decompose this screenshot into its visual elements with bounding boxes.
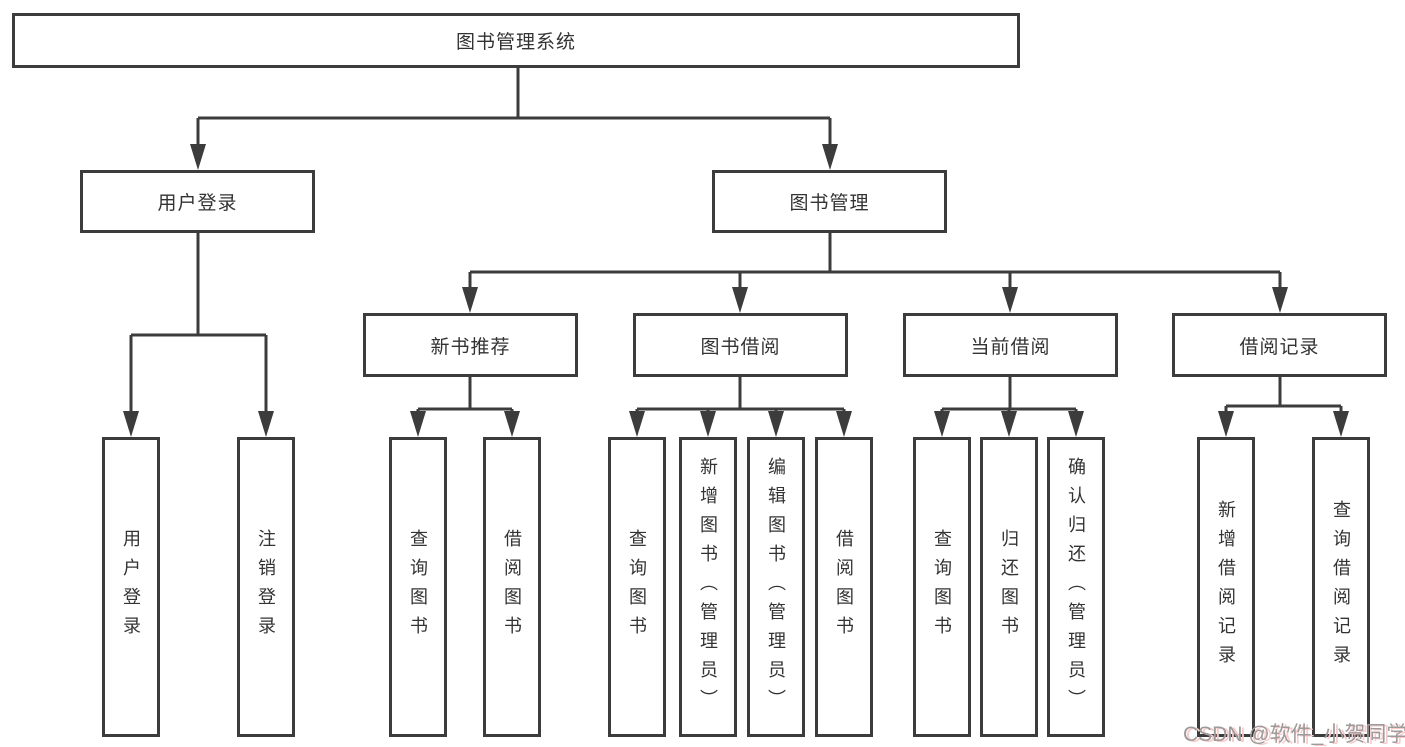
- node-label: 图书管理: [789, 193, 870, 214]
- leaf-confirm-return-admin: 确认归还（管理员）: [1047, 437, 1105, 737]
- node-label: 用户登录: [121, 529, 141, 645]
- leaf-user-login: 用户登录: [102, 437, 160, 737]
- node-current-borrowing: 当前借阅: [903, 313, 1118, 377]
- node-label: 查询借阅记录: [1331, 500, 1351, 674]
- leaf-borrow-books: 借阅图书: [815, 437, 873, 737]
- node-book-management: 图书管理: [712, 170, 947, 233]
- csdn-watermark: CSDN @软件_小贺同学: [1183, 723, 1405, 746]
- node-label: 确认归还（管理员）: [1066, 456, 1086, 718]
- node-label: 借阅图书: [834, 529, 854, 645]
- leaf-query-books-current: 查询图书: [913, 437, 971, 737]
- node-borrow-records: 借阅记录: [1172, 313, 1387, 377]
- leaf-query-books: 查询图书: [608, 437, 666, 737]
- node-root-library-system: 图书管理系统: [12, 13, 1020, 68]
- node-label: 图书管理系统: [455, 32, 576, 53]
- leaf-add-books-admin: 新增图书（管理员）: [679, 437, 737, 737]
- leaf-query-books-recommend: 查询图书: [389, 437, 447, 737]
- node-label: 图书借阅: [700, 336, 781, 358]
- node-label: 注销登录: [256, 529, 276, 645]
- arrowhead-icons: [123, 144, 1349, 437]
- node-new-book-recommend: 新书推荐: [363, 313, 578, 377]
- node-label: 查询图书: [932, 529, 952, 645]
- leaf-edit-books-admin: 编辑图书（管理员）: [747, 437, 805, 737]
- node-label: 查询图书: [408, 529, 428, 645]
- leaf-borrow-books-recommend: 借阅图书: [483, 437, 541, 737]
- node-label: 当前借阅: [970, 336, 1051, 358]
- leaf-query-borrow-record: 查询借阅记录: [1312, 437, 1370, 737]
- leaf-return-books: 归还图书: [980, 437, 1038, 737]
- node-label: 查询图书: [627, 529, 647, 645]
- node-label: 用户登录: [157, 193, 238, 214]
- node-label: 新增图书（管理员）: [698, 456, 718, 718]
- node-book-borrowing: 图书借阅: [633, 313, 848, 377]
- node-label: 新增借阅记录: [1216, 500, 1236, 674]
- leaf-logout: 注销登录: [237, 437, 295, 737]
- node-label: 编辑图书（管理员）: [766, 456, 786, 718]
- node-label: 归还图书: [999, 529, 1019, 645]
- node-label: 借阅图书: [502, 529, 522, 645]
- node-user-login: 用户登录: [80, 170, 315, 233]
- node-label: 新书推荐: [430, 336, 511, 358]
- leaf-add-borrow-record: 新增借阅记录: [1197, 437, 1255, 737]
- node-label: 借阅记录: [1239, 336, 1320, 358]
